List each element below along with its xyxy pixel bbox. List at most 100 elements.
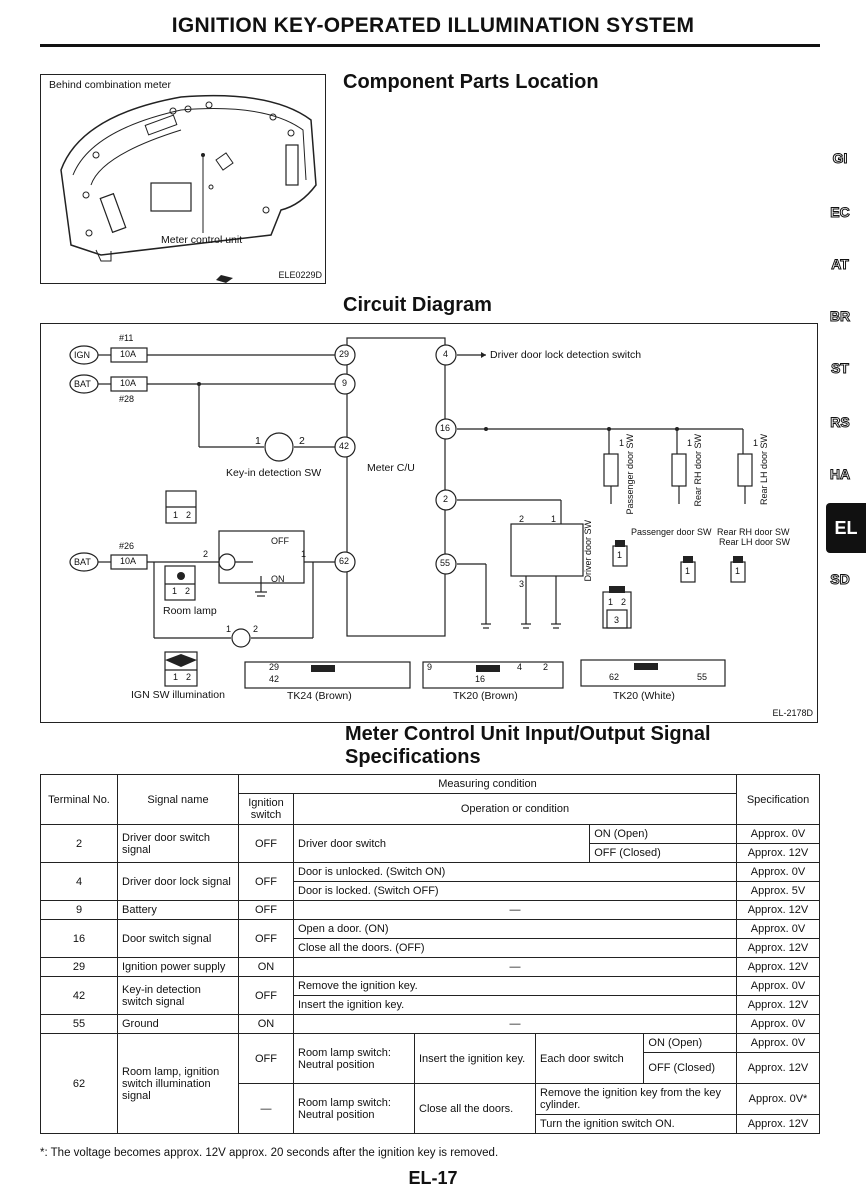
- table-row: Door is locked. (Switch OFF) Approx. 5V: [41, 881, 820, 901]
- table-row: 42 Key-in detection switch signal OFF Re…: [40, 976, 820, 1015]
- ign-illum-pin-1: 1: [173, 672, 179, 682]
- circuit-diagram: IGN BAT BAT #11 #28 #26 10A 10A 10A 29 9…: [40, 323, 818, 723]
- rear-lh-conn-pin-1: 1: [735, 566, 741, 576]
- on-label: ON: [271, 574, 285, 584]
- bat-label: BAT: [74, 379, 91, 389]
- conn-a-pin-1: 1: [173, 510, 179, 520]
- driver-sw-pin-1: 1: [551, 514, 557, 524]
- fuse-26-rating: 10A: [120, 556, 137, 566]
- page-title: IGNITION KEY-OPERATED ILLUMINATION SYSTE…: [171, 14, 695, 37]
- table-row: OFF (Closed) Approx. 12V: [41, 1052, 820, 1084]
- rear-rh-conn-pin-1: 1: [685, 566, 691, 576]
- table-heading-line1: Meter Control Unit Input/Output Signal: [345, 723, 711, 745]
- col-ignition: Ignition switch: [238, 793, 294, 825]
- fuse-28-label: #28: [119, 394, 135, 404]
- terminal-9: 9: [342, 378, 348, 388]
- side-tab-ha[interactable]: HA: [829, 466, 851, 483]
- room-lamp-pin-1: 1: [172, 586, 178, 596]
- location-figure-code: ELE0229D: [278, 270, 322, 280]
- table-row: — Room lamp switch: Neutral position Clo…: [41, 1083, 820, 1134]
- terminal-62: 62: [339, 556, 350, 566]
- driver-sw-pin-2: 2: [519, 514, 525, 524]
- tk20b-pin-16: 16: [475, 674, 486, 684]
- off-label: OFF: [271, 536, 289, 546]
- signal-spec-table: Terminal No. Signal name Measuring condi…: [40, 774, 820, 1134]
- tk20-white-label: TK20 (White): [613, 690, 675, 702]
- side-tab-br[interactable]: BR: [829, 308, 851, 325]
- ign-label: IGN: [74, 350, 91, 360]
- terminal-55: 55: [440, 558, 451, 568]
- table-row: 62 Room lamp, ignition switch illuminati…: [40, 1033, 820, 1134]
- illum-pin-1: 1: [226, 624, 232, 634]
- footnote: *: The voltage becomes approx. 12V appro…: [40, 1147, 499, 1159]
- tk24-pin-29: 29: [269, 662, 280, 672]
- room-lamp-pin-2: 2: [185, 586, 191, 596]
- tk20w-pin-62: 62: [609, 672, 620, 682]
- terminal-4: 4: [443, 349, 449, 359]
- driver-conn-pin-2: 2: [621, 597, 627, 607]
- driver-conn-pin-1: 1: [608, 597, 614, 607]
- table-row: OFF (Closed) Approx. 12V: [41, 843, 820, 863]
- table-row: Turn the ignition switch ON. Approx. 12V: [41, 1114, 820, 1134]
- rear-lh-door-sw-label: Rear LH door SW: [719, 537, 791, 547]
- passenger-sw-pin-1: 1: [619, 438, 625, 448]
- passenger-door-sw-label: Passenger door SW: [631, 527, 712, 537]
- key-in-switch-label: Key-in detection SW: [226, 467, 322, 479]
- location-figure-label: Behind combination meter: [49, 79, 171, 91]
- table-row: 4 Driver door lock signal OFF Door is un…: [40, 862, 820, 901]
- terminal-2: 2: [443, 494, 449, 504]
- table-heading-line2: Specifications: [345, 746, 481, 768]
- terminal-16: 16: [440, 423, 451, 433]
- tk20b-pin-2: 2: [543, 662, 549, 672]
- fuse-28-rating: 10A: [120, 378, 137, 388]
- side-tab-at[interactable]: AT: [831, 256, 850, 273]
- tk24-label: TK24 (Brown): [287, 690, 352, 702]
- conn-a-pin-2: 2: [186, 510, 192, 520]
- col-measuring: Measuring condition: [238, 774, 737, 794]
- ign-sw-illumination-label: IGN SW illumination: [131, 689, 225, 701]
- side-tab-st[interactable]: ST: [831, 360, 850, 377]
- illum-pin-2: 2: [253, 624, 259, 634]
- room-lamp-label: Room lamp: [163, 605, 217, 617]
- passenger-conn-pin-1: 1: [617, 550, 623, 560]
- location-figure: Behind combination meter Meter control u…: [40, 74, 326, 284]
- passenger-door-sw-vertical: Passenger door SW: [625, 434, 635, 515]
- col-operation: Operation or condition: [293, 793, 737, 825]
- bat-label-2: BAT: [74, 557, 91, 567]
- page-number: EL-17: [408, 1168, 458, 1188]
- side-tab-rs[interactable]: RS: [830, 414, 850, 431]
- table-row: 29 Ignition power supply ON — Approx. 12…: [40, 957, 820, 977]
- fuse-11-label: #11: [119, 333, 134, 343]
- component-parts-heading: Component Parts Location: [343, 71, 599, 93]
- meter-cu-label: Meter C/U: [367, 462, 415, 474]
- fuse-26-label: #26: [119, 541, 135, 551]
- tk20b-pin-9: 9: [427, 662, 433, 672]
- tk20b-pin-4: 4: [517, 662, 523, 672]
- rear-rh-sw-pin-1: 1: [687, 438, 693, 448]
- room-lamp-sw-pin-2: 2: [203, 549, 209, 559]
- table-row: 55 Ground ON — Approx. 0V: [40, 1014, 820, 1034]
- driver-sw-pin-3: 3: [519, 579, 525, 589]
- col-spec: Specification: [736, 774, 820, 825]
- tk20-brown-label: TK20 (Brown): [453, 690, 518, 702]
- circuit-diagram-heading: Circuit Diagram: [343, 294, 492, 316]
- terminal-42: 42: [339, 441, 350, 451]
- driver-lock-switch-label: Driver door lock detection switch: [490, 349, 642, 361]
- side-tab-gi[interactable]: GI: [832, 150, 848, 167]
- title-rule: [40, 44, 820, 47]
- tk20w-pin-55: 55: [697, 672, 708, 682]
- side-tab-ec[interactable]: EC: [830, 204, 850, 221]
- fuse-11-rating: 10A: [120, 349, 137, 359]
- side-tab-el[interactable]: EL: [826, 503, 866, 553]
- meter-control-unit-callout: Meter control unit: [161, 234, 243, 246]
- key-in-pin-2: 2: [299, 435, 305, 447]
- side-tab-sd[interactable]: SD: [830, 571, 850, 588]
- circuit-figure-code: EL-2178D: [772, 708, 813, 718]
- table-row: 16 Door switch signal OFF Open a door. (…: [40, 919, 820, 958]
- key-in-pin-1: 1: [255, 435, 261, 447]
- terminal-29: 29: [339, 349, 350, 359]
- driver-door-sw-vertical: Driver door SW: [583, 520, 593, 582]
- col-terminal: Terminal No.: [40, 774, 118, 825]
- meter-drawing: [60, 94, 317, 283]
- table-row: 2 Driver door switch signal OFF Driver d…: [40, 824, 820, 863]
